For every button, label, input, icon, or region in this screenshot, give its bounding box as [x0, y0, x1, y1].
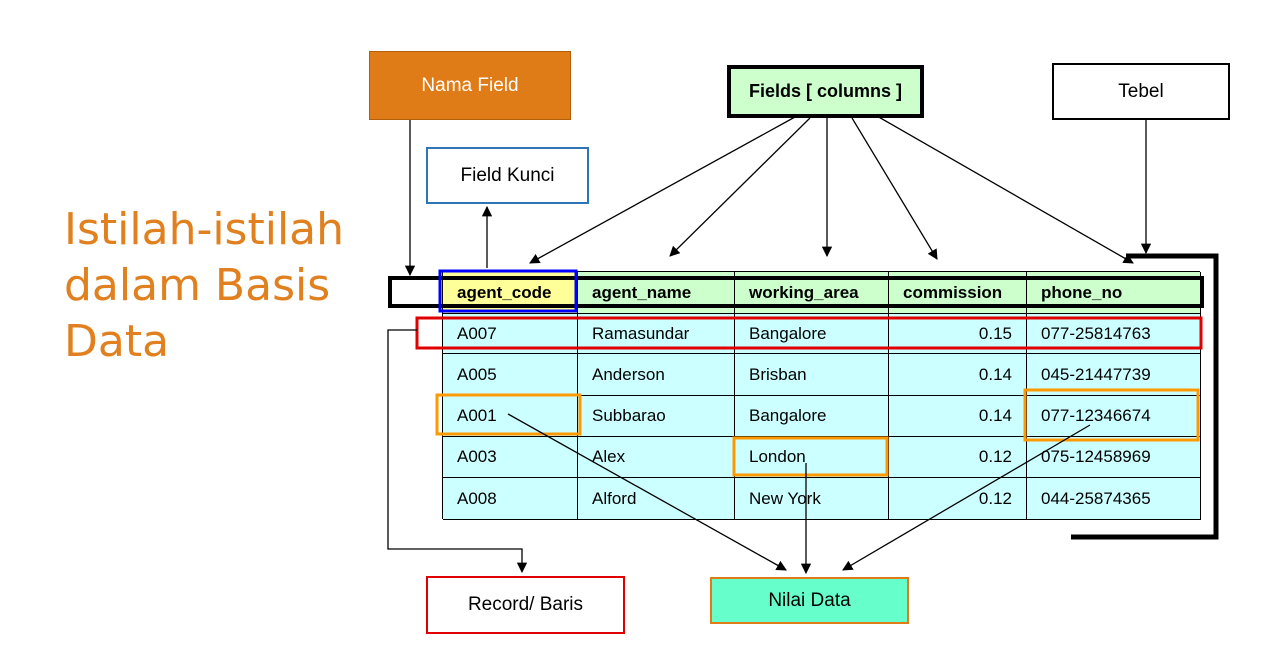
table-cell: A003	[443, 437, 578, 478]
title-line-1: Istilah-istilah	[64, 204, 345, 255]
record-baris-label-box: Record/ Baris	[426, 576, 625, 634]
header-cell-key: agent_code	[443, 272, 578, 314]
table-cell: A007	[443, 314, 578, 354]
fields-arrow-2	[669, 117, 811, 257]
table-cell: 045-21447739	[1027, 354, 1201, 396]
table-cell: 0.14	[889, 396, 1027, 437]
table-cell: Anderson	[578, 354, 735, 396]
table-cell: A005	[443, 354, 578, 396]
table-cell: 0.15	[889, 314, 1027, 354]
table-cell: London	[735, 437, 889, 478]
table-cell: Bangalore	[735, 314, 889, 354]
title-line-2: dalam Basis	[64, 260, 331, 311]
table-cell: Alex	[578, 437, 735, 478]
title-line-3: Data	[64, 316, 170, 367]
table-cell: 044-25874365	[1027, 478, 1201, 520]
table-cell: Alford	[578, 478, 735, 520]
header-cell: agent_name	[578, 272, 735, 314]
table-cell: 0.12	[889, 437, 1027, 478]
table-cell: 077-25814763	[1027, 314, 1201, 354]
table-cell: A001	[443, 396, 578, 437]
table-cell: New York	[735, 478, 889, 520]
table-cell: 075-12458969	[1027, 437, 1201, 478]
nama-field-label-box: Nama Field	[369, 51, 571, 120]
agent-table: agent_code agent_name working_area commi…	[442, 271, 1201, 520]
table-cell: 0.14	[889, 354, 1027, 396]
nilai-data-label-box: Nilai Data	[710, 577, 909, 624]
table-cell: Ramasundar	[578, 314, 735, 354]
table-cell: 077-12346674	[1027, 396, 1201, 437]
table-cell: Subbarao	[578, 396, 735, 437]
table-cell: Bangalore	[735, 396, 889, 437]
table-cell: A008	[443, 478, 578, 520]
field-kunci-label-box: Field Kunci	[426, 147, 589, 204]
tebel-label-box: Tebel	[1052, 63, 1230, 120]
table-cell: 0.12	[889, 478, 1027, 520]
header-cell: commission	[889, 272, 1027, 314]
header-cell: working_area	[735, 272, 889, 314]
table-cell: Brisban	[735, 354, 889, 396]
header-cell: phone_no	[1027, 272, 1201, 314]
fields-columns-label-box: Fields [ columns ]	[727, 65, 924, 118]
fields-arrow-4	[851, 117, 938, 260]
fields-arrow-5	[876, 115, 1134, 264]
slide-title: Istilah-istilah dalam Basis Data	[64, 202, 364, 370]
